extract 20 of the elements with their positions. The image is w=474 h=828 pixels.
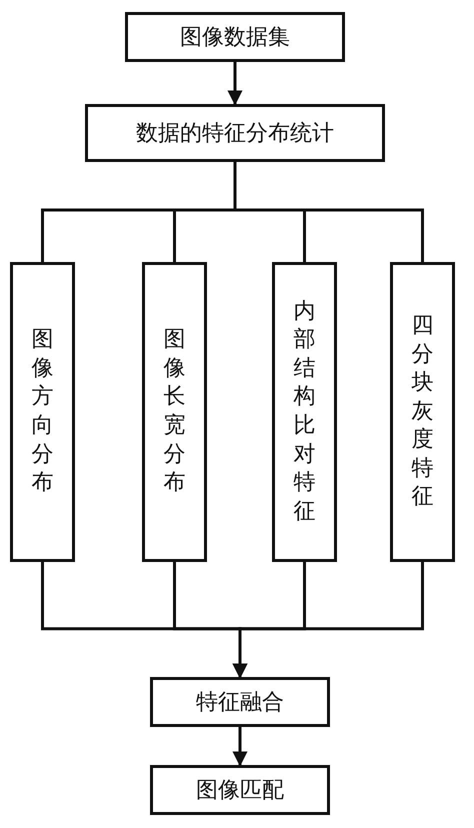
node-label: 图像匹配 <box>196 777 284 805</box>
connector-line <box>234 162 424 262</box>
arrow <box>232 562 424 678</box>
process-column-box <box>390 262 455 562</box>
node-label: 图像数据集 <box>180 24 290 52</box>
process-box <box>150 677 330 727</box>
process-box <box>85 104 385 162</box>
process-box <box>125 12 345 62</box>
process-column-box <box>272 262 337 562</box>
arrow <box>228 62 242 106</box>
node-label: 四分块灰度特征 <box>412 312 434 512</box>
node-label: 图像方向分布 <box>32 326 54 498</box>
process-box <box>150 765 330 815</box>
process-column-box <box>10 262 75 562</box>
node-label: 特征融合 <box>196 689 284 717</box>
arrow <box>232 727 248 766</box>
node-label: 数据的特征分布统计 <box>136 120 334 148</box>
process-column-box <box>142 262 207 562</box>
node-label: 图像长宽分布 <box>164 326 186 498</box>
node-label: 内部结构比对特征 <box>294 298 316 526</box>
